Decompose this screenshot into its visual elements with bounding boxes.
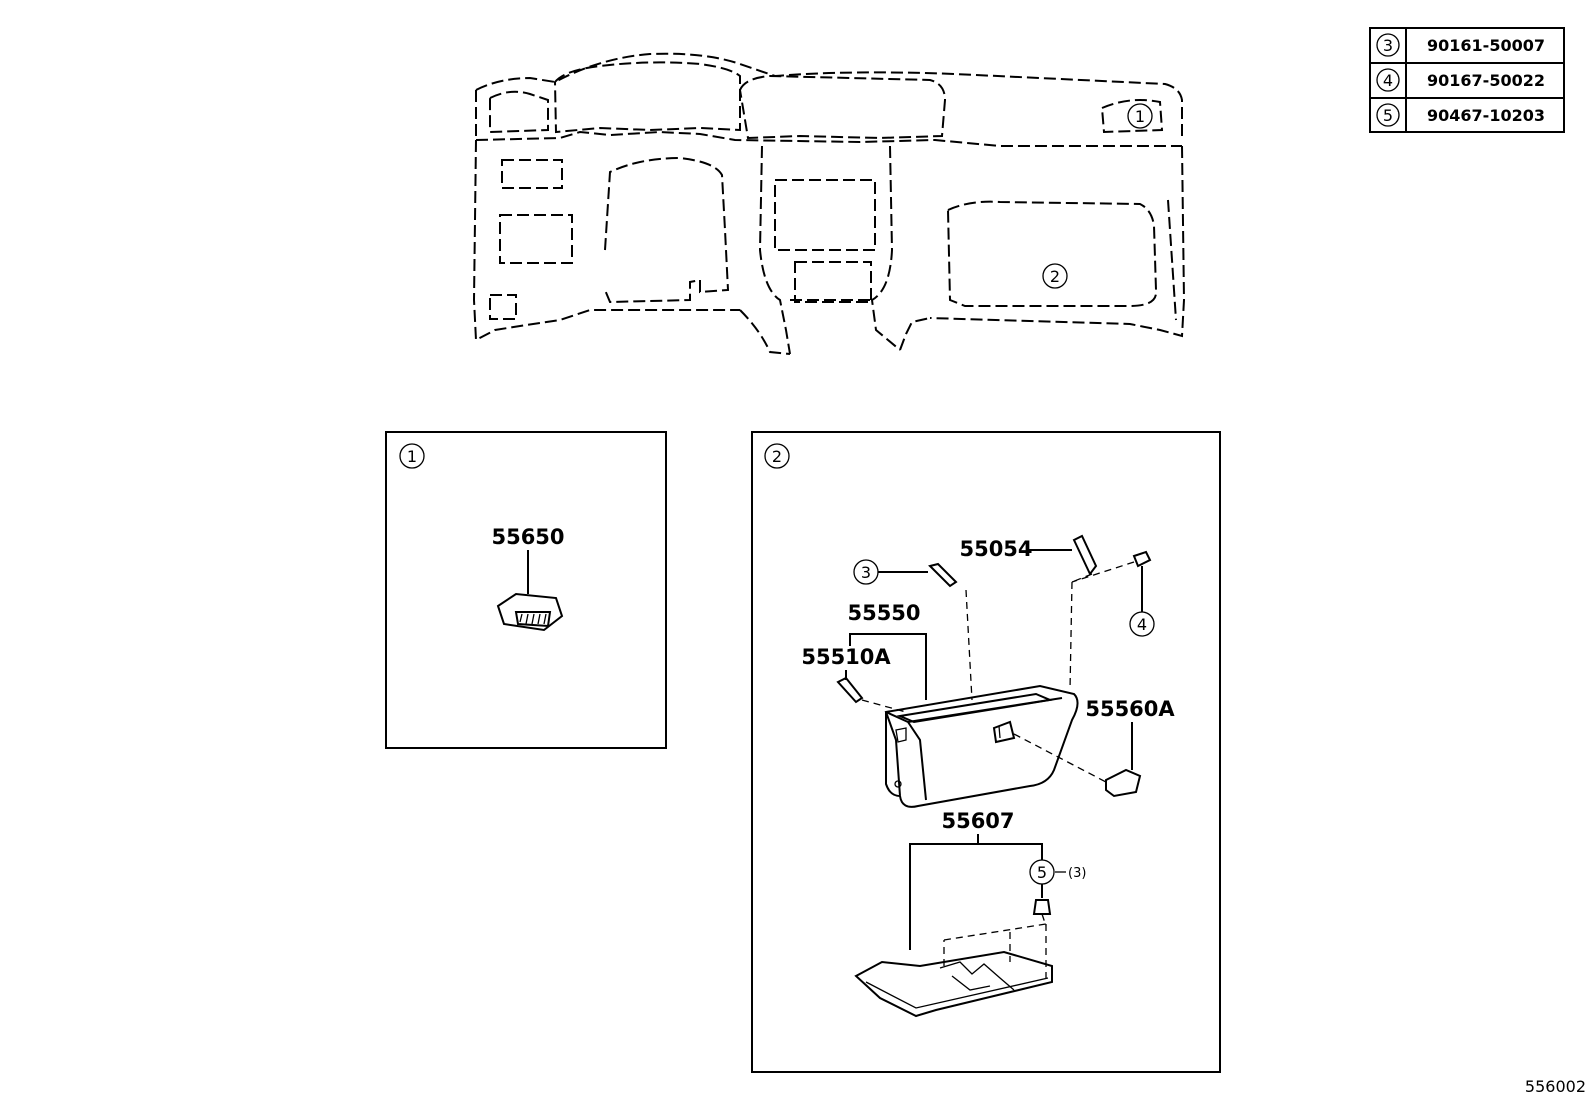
- fastener-table: 3 90161-50007 4 90167-50022 5 90467-1020…: [1369, 27, 1565, 133]
- table-part-number: 90167-50022: [1427, 71, 1545, 90]
- table-ref: 3: [1383, 36, 1393, 55]
- callout-label: 4: [1137, 615, 1147, 634]
- table-ref: 5: [1383, 106, 1393, 125]
- ref-3-screw[interactable]: 3: [853, 559, 973, 701]
- table-part-number: 90467-10203: [1427, 106, 1545, 125]
- ref-4-screw[interactable]: 4: [1069, 550, 1155, 691]
- detail-index: 1: [407, 447, 417, 466]
- detail-index-circle: [399, 443, 425, 469]
- callout-label: 5: [1037, 863, 1047, 882]
- overview-callout-2[interactable]: 2: [1042, 263, 1068, 289]
- callout-label: 2: [1050, 267, 1060, 286]
- table-ref: 4: [1383, 71, 1393, 90]
- detail-index-circle: [764, 443, 790, 469]
- part-number-label: 55607: [941, 809, 1014, 833]
- part-number-label: 55650: [491, 525, 564, 549]
- detail-index: 2: [772, 447, 782, 466]
- part-number-label: 55510A: [801, 645, 891, 669]
- table-row[interactable]: 4 90167-50022: [1376, 68, 1545, 92]
- part-55510a[interactable]: 55510A: [801, 645, 907, 713]
- part-55650[interactable]: 55650: [491, 525, 565, 632]
- detail-box-1: 1 55650: [385, 431, 667, 749]
- part-number-label: 55560A: [1085, 697, 1175, 721]
- detail-box-2: 2 55054 3 4 55550: [751, 431, 1221, 1073]
- callout-label: 3: [861, 563, 871, 582]
- table-row[interactable]: 3 90161-50007: [1376, 33, 1545, 57]
- table-part-number: 90161-50007: [1427, 36, 1545, 55]
- diagram-code: 556002: [1525, 1077, 1586, 1096]
- part-55550[interactable]: 55550: [847, 601, 1079, 808]
- part-number-label: 55054: [959, 537, 1032, 561]
- ref-5-clip[interactable]: 5 (3): [1029, 859, 1086, 927]
- part-55560a[interactable]: 55560A: [1013, 697, 1175, 798]
- quantity-label: (3): [1068, 866, 1086, 881]
- part-number-label: 55550: [847, 601, 920, 625]
- dashboard-overview: 1 2: [472, 52, 1186, 355]
- callout-label: 1: [1135, 107, 1145, 126]
- part-55607[interactable]: 55607: [854, 809, 1053, 1018]
- table-row[interactable]: 5 90467-10203: [1376, 103, 1545, 127]
- overview-callout-1[interactable]: 1: [1127, 103, 1153, 129]
- part-55054[interactable]: 55054: [959, 534, 1098, 583]
